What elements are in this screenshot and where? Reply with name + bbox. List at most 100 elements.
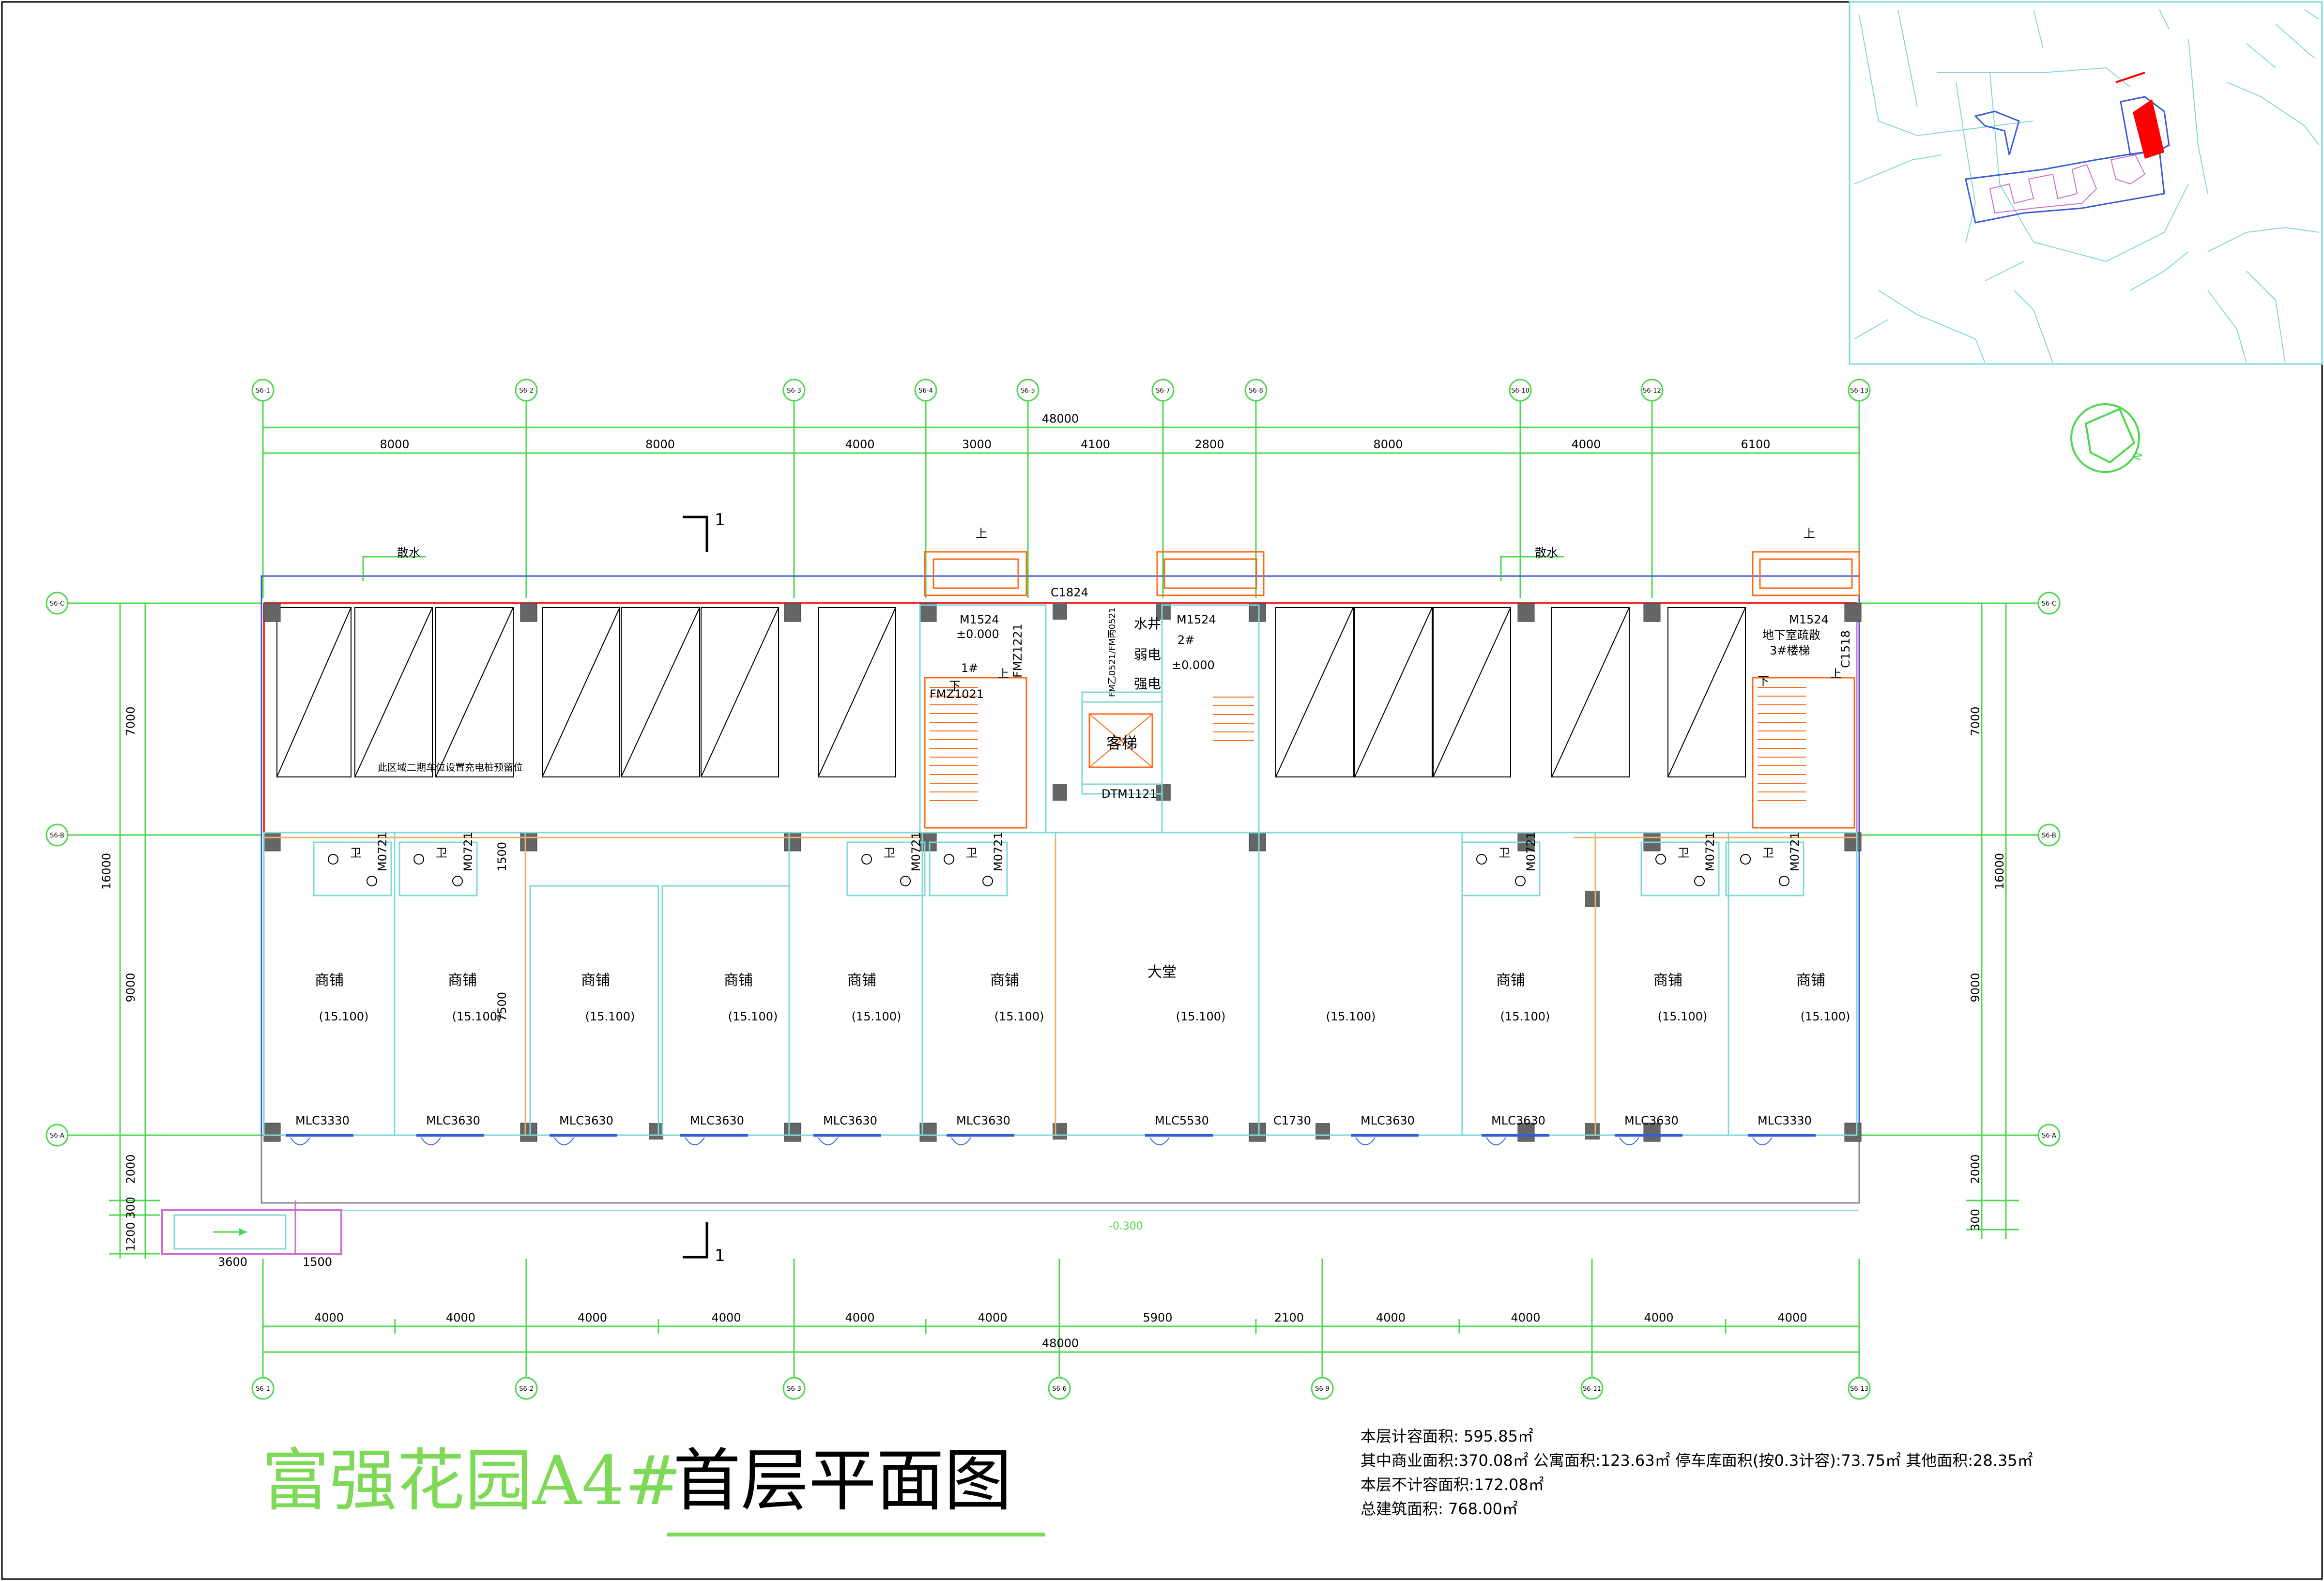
door-swing: [1355, 1137, 1376, 1145]
grid-bubble: [1640, 379, 1664, 402]
room-elevation: (15.100): [585, 1010, 635, 1023]
door-code: MLC3630: [426, 1114, 480, 1127]
column: [263, 603, 281, 622]
column: [520, 603, 537, 622]
site-key-map: [1849, 1, 2323, 365]
label-up-3: 上: [1804, 527, 1815, 540]
parking-bay-diagonal: [435, 607, 514, 777]
column: [649, 1123, 663, 1140]
toilet-room: [846, 841, 926, 897]
grid-bubble: [914, 379, 937, 402]
dim-top-segment: 4000: [845, 438, 874, 451]
room-elevation: (15.100): [728, 1010, 778, 1023]
room-name-shop: 商铺: [1496, 972, 1525, 989]
toilet-room: [1461, 841, 1541, 897]
stairs: [924, 551, 1860, 829]
wc-label: 卫: [884, 846, 895, 860]
stair-treads: [930, 687, 1806, 801]
dim-bottom-segment: 4000: [578, 1311, 607, 1324]
drainage-label-left: 散水: [397, 546, 420, 560]
grid-bubble-label: S6-2: [519, 387, 534, 395]
dimension-chain-right: [1908, 602, 2034, 1239]
dim-right-9000: 9000: [1969, 973, 1982, 1002]
room-name-shop: 商铺: [581, 972, 610, 989]
label-m1524-1: M1524: [960, 613, 999, 626]
dim-bottom-segment: 4000: [1376, 1311, 1406, 1324]
door-code-m0721: M0721: [909, 832, 923, 871]
door-code: MLC3630: [690, 1114, 744, 1127]
door-swing: [1619, 1137, 1639, 1145]
room-elevation: (15.100): [1326, 1010, 1376, 1023]
column: [263, 832, 281, 851]
door-swing: [290, 1137, 310, 1145]
grid-bubble: [1311, 1377, 1334, 1400]
toilet-fixture: [413, 854, 424, 865]
dim-left-300: 300: [124, 1197, 138, 1219]
dim-entrance-3600: 3600: [218, 1255, 247, 1269]
grid-bubble-label: S6-11: [1583, 1385, 1601, 1393]
label-stair1: 1#: [961, 661, 978, 675]
door-code: MLC3630: [559, 1114, 613, 1127]
dim-top-segment: 4100: [1081, 438, 1110, 451]
area-stat-line: 本层不计容面积:172.08㎡: [1361, 1475, 1544, 1494]
grid-bubble-label: S6-13: [1850, 1385, 1868, 1393]
parking-bay-diagonal: [621, 607, 700, 777]
dim-top-segment: 6100: [1741, 438, 1770, 451]
toilet-room: [313, 841, 392, 897]
label-c1730: C1730: [1273, 1114, 1311, 1127]
grid-bubble-label: S6-8: [1249, 387, 1263, 395]
column: [1156, 603, 1171, 620]
parking-bay-diagonal: [1275, 607, 1354, 777]
column: [1249, 832, 1266, 851]
column: [1053, 784, 1067, 801]
room-name-shop: 商铺: [1796, 972, 1825, 989]
dim-bottom-segment: 4000: [1511, 1311, 1540, 1324]
north-label: N: [2131, 451, 2145, 462]
grid-bubble: [515, 379, 538, 402]
grid-bubble-label: S6-B: [2042, 832, 2056, 839]
door-code-m0721: M0721: [1703, 832, 1717, 871]
dim-right-7000: 7000: [1969, 706, 1982, 736]
door-code: MLC5530: [1155, 1114, 1209, 1127]
grid-bubble-label: S6-4: [918, 387, 933, 395]
parking-bay-diagonal: [818, 607, 896, 777]
label-dim-1500: 1500: [495, 842, 509, 871]
dim-bottom-segment: 2100: [1274, 1311, 1304, 1324]
parking-bay: [542, 607, 620, 777]
parking-bay-diagonal: [1667, 607, 1746, 777]
parking-note: 此区域二期车位设置充电桩预留位: [378, 761, 523, 773]
column: [1517, 1123, 1535, 1142]
sink-fixture: [452, 876, 463, 886]
room-elevation: (15.100): [452, 1010, 502, 1023]
dim-right-16000: 16000: [1993, 853, 2006, 890]
label-dim-7500: 7500: [495, 992, 509, 1021]
dim-left-9000: 9000: [124, 973, 138, 1002]
column: [1643, 603, 1661, 622]
area-stat-line: 本层计容面积: 595.85㎡: [1361, 1427, 1533, 1445]
label-up-stair3: 上: [1830, 667, 1842, 681]
room-name-shop: 商铺: [1653, 972, 1682, 989]
door-swing: [951, 1137, 971, 1145]
dim-top-total: 48000: [1042, 412, 1079, 426]
parking-bay: [621, 607, 700, 777]
wc-label: 卫: [350, 846, 362, 860]
door-code: MLC3330: [1758, 1114, 1812, 1127]
elevator: [1081, 701, 1163, 785]
label-down-1: 下: [949, 679, 961, 693]
sink-fixture: [1779, 876, 1789, 886]
dim-bottom-segment: 4000: [314, 1311, 344, 1324]
area-statistics: 本层计容面积: 595.85㎡ 其中商业面积:370.08㎡ 公寓面积:123.…: [1361, 1424, 2033, 1521]
grid-bubble: [515, 1377, 538, 1400]
column: [784, 832, 801, 851]
door-swing: [1486, 1137, 1506, 1145]
dim-right-2000: 2000: [1969, 1154, 1982, 1184]
toilet-room: [398, 841, 478, 897]
door-code: MLC3630: [956, 1114, 1010, 1127]
parking-bay: [1667, 607, 1746, 777]
grid-bubble: [251, 1377, 275, 1400]
grid-bubble: [2037, 823, 2061, 847]
